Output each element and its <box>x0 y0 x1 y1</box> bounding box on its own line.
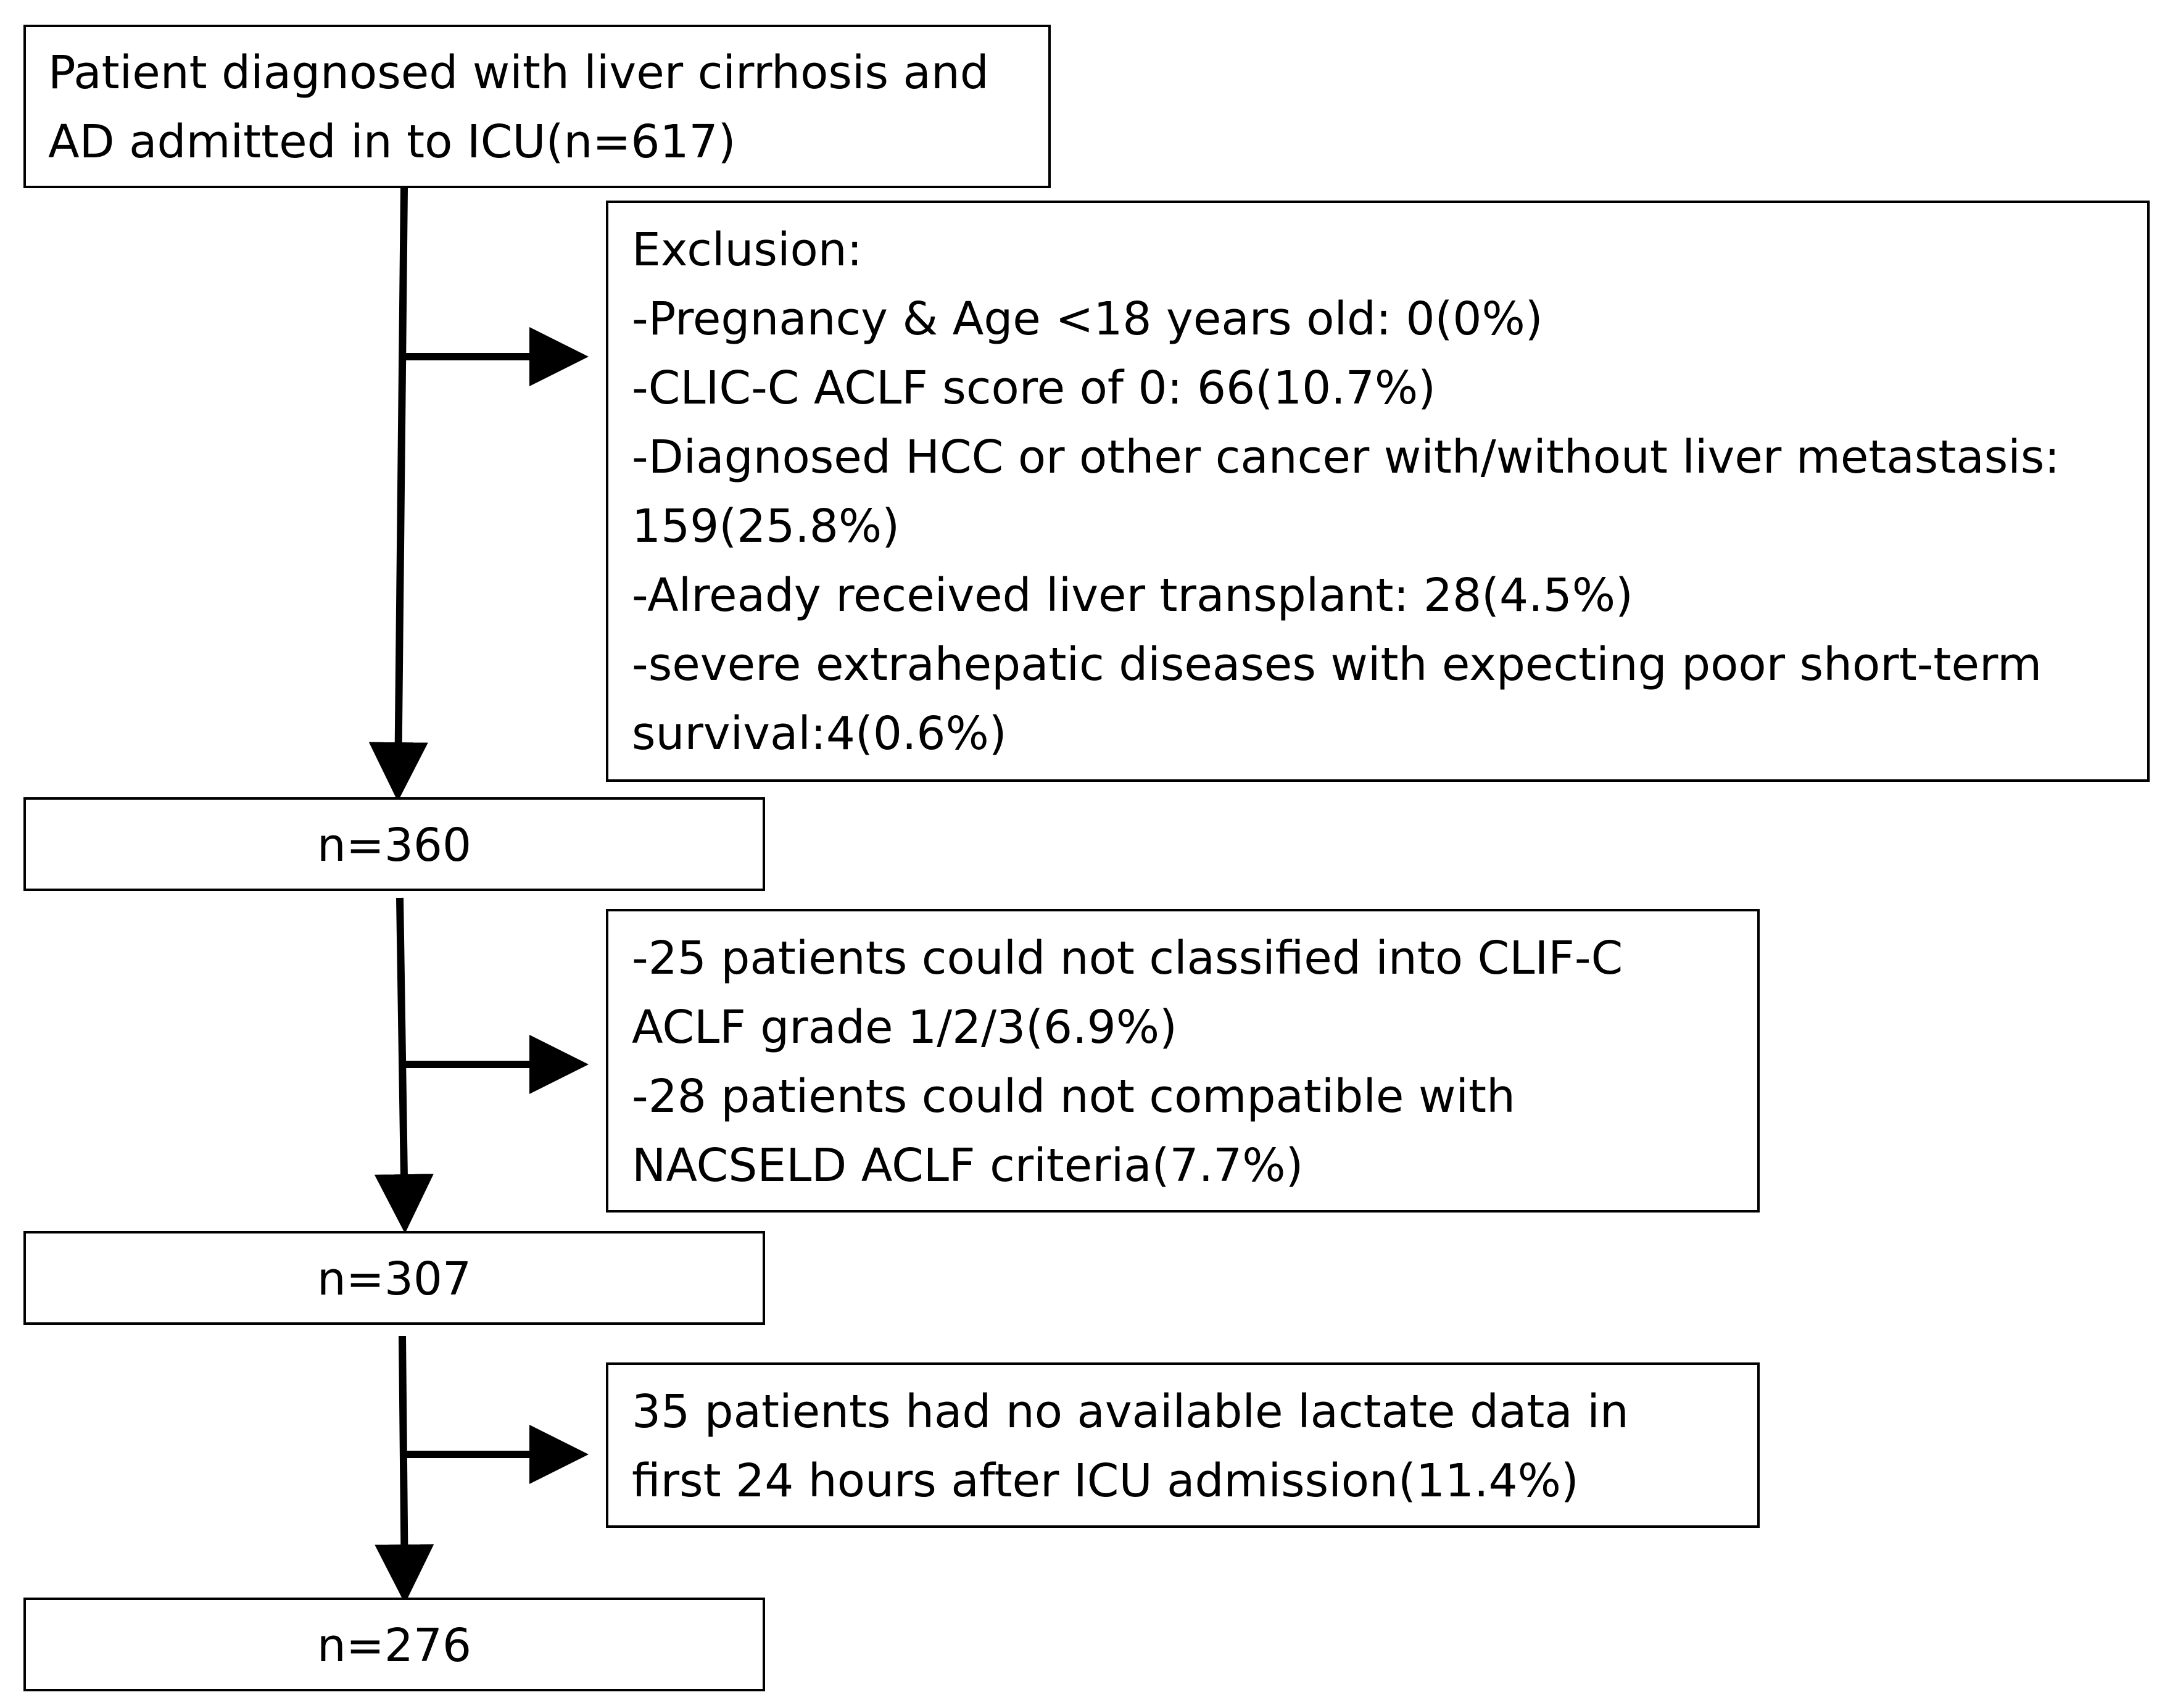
exclusion2-line-2: ACLF grade 1/2/3(6.9%) <box>632 1001 1177 1054</box>
exclusion2-line-3: -28 patients could not compatible with <box>632 1070 1515 1123</box>
start-line-1: Patient diagnosed with liver cirrhosis a… <box>48 46 989 99</box>
start-box: Patient diagnosed with liver cirrhosis a… <box>23 25 1051 188</box>
count-label-360: n=360 <box>317 819 472 872</box>
start-box-text: Patient diagnosed with liver cirrhosis a… <box>48 38 989 176</box>
exclusion2-line-1: -25 patients could not classified into C… <box>632 932 1623 985</box>
start-line-2: AD admitted in to ICU(n=617) <box>48 115 736 168</box>
exclusion-box-1-text: Exclusion: -Pregnancy & Age <18 years ol… <box>632 215 2060 768</box>
count-box-360: n=360 <box>23 797 765 891</box>
exclusion-box-3: 35 patients had no available lactate dat… <box>606 1362 1760 1528</box>
exclusion-box-2-text: -25 patients could not classified into C… <box>632 924 1623 1200</box>
count-box-307: n=307 <box>23 1231 765 1325</box>
exclusion-box-1: Exclusion: -Pregnancy & Age <18 years ol… <box>606 201 2150 782</box>
arrow-start-to-n360 <box>368 188 428 802</box>
count-label-276: n=276 <box>317 1619 472 1672</box>
exclusion1-line-6: -Already received liver transplant: 28(4… <box>632 569 1633 622</box>
exclusion3-line-2: first 24 hours after ICU admission(11.4%… <box>632 1454 1579 1507</box>
exclusion1-line-2: -Pregnancy & Age <18 years old: 0(0%) <box>632 292 1543 346</box>
count-box-276: n=276 <box>23 1598 765 1691</box>
count-label-307: n=307 <box>317 1253 472 1306</box>
arrow-n360-to-n307 <box>374 897 434 1233</box>
exclusion1-line-1: Exclusion: <box>632 223 863 276</box>
exclusion1-line-4: -Diagnosed HCC or other cancer with/with… <box>632 431 2060 484</box>
exclusion1-line-5: 159(25.8%) <box>632 500 900 553</box>
exclusion-box-3-text: 35 patients had no available lactate dat… <box>632 1377 1629 1515</box>
exclusion2-line-4: NACSELD ACLF criteria(7.7%) <box>632 1139 1304 1192</box>
exclusion3-line-1: 35 patients had no available lactate dat… <box>632 1385 1629 1438</box>
exclusion-box-2: -25 patients could not classified into C… <box>606 909 1760 1213</box>
exclusion1-line-3: -CLIC-C ACLF score of 0: 66(10.7%) <box>632 362 1436 415</box>
exclusion1-line-8: survival:4(0.6%) <box>632 707 1007 760</box>
exclusion1-line-7: -severe extrahepatic diseases with expec… <box>632 638 2042 691</box>
arrow-n307-to-n276 <box>375 1335 434 1604</box>
